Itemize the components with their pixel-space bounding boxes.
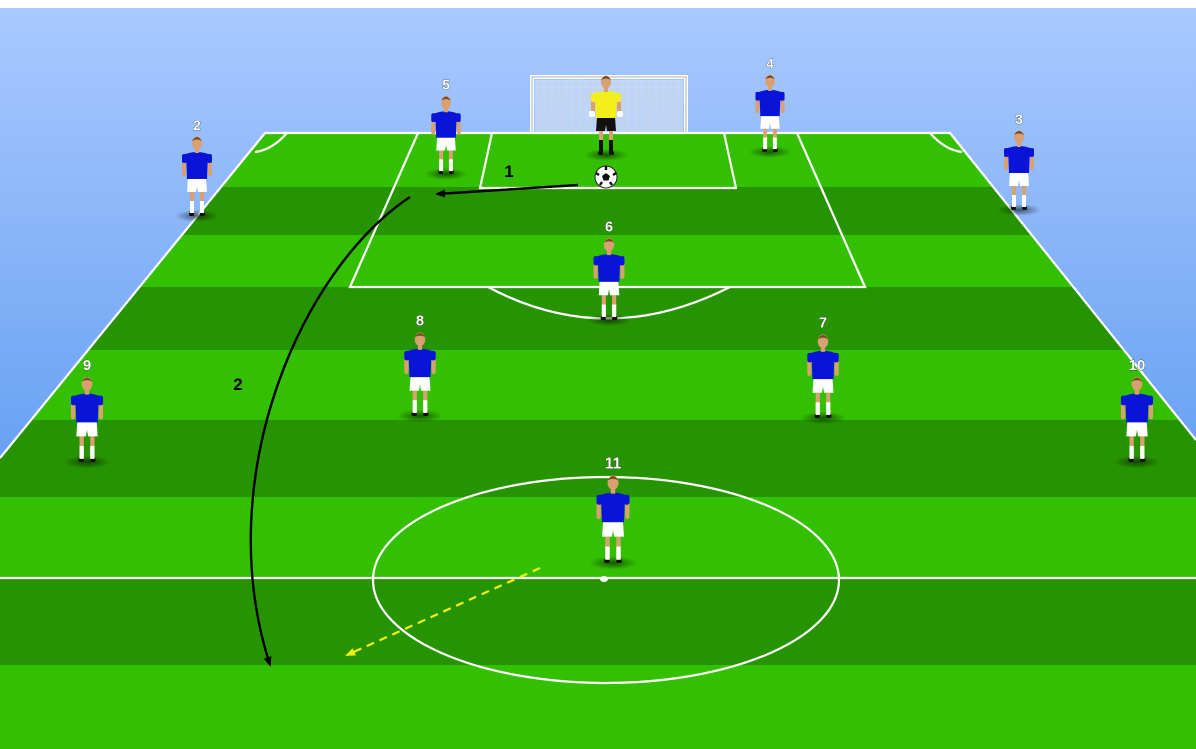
player-shadow: [63, 455, 111, 469]
player-shadow: [396, 409, 444, 423]
player-5: 5: [424, 77, 468, 180]
player-8: 8: [396, 313, 444, 423]
player-shadow: [997, 204, 1041, 216]
player-7: 7: [799, 315, 847, 425]
center-circle: [371, 475, 841, 685]
player-shadow: [175, 210, 219, 222]
player-shadow: [748, 146, 792, 158]
player-icon: [70, 376, 104, 462]
arrow-icon: [249, 196, 411, 667]
player-2: 2: [175, 117, 219, 222]
player-number: 7: [819, 316, 827, 332]
player-icon: [596, 475, 630, 563]
player-number: 3: [1015, 111, 1023, 127]
player-3: 3: [997, 111, 1041, 216]
player-icon: [1120, 376, 1154, 462]
player-number: 5: [442, 78, 450, 93]
player-shadow: [424, 168, 468, 180]
grass-stripe: [0, 420, 1196, 497]
player-number: 9: [83, 357, 91, 374]
grass-stripe: [0, 665, 1196, 749]
player-9: 9: [63, 357, 111, 469]
arrow-icon: [435, 183, 579, 198]
center-spot: [600, 576, 608, 582]
top-margin: [0, 0, 1196, 8]
player-number: 4: [766, 57, 774, 72]
player-shadow: [799, 411, 847, 425]
corner-arc-left: [254, 132, 288, 154]
corner-arc-right: [929, 132, 963, 154]
players-layer: 2 5 4 3 6 8 7 9 10 11: [63, 56, 1161, 570]
player-icon: [431, 96, 461, 174]
player-shadow: [588, 556, 638, 570]
arrow-label-1: 1: [504, 162, 513, 181]
player-6: 6: [586, 219, 632, 327]
pass-arrow-1: 1: [435, 162, 579, 198]
player-icon: [404, 332, 436, 416]
player-11: 11: [588, 455, 638, 570]
player-number: 8: [416, 314, 424, 330]
player-number: 2: [193, 117, 201, 133]
dashed-arrow-icon: [345, 566, 541, 657]
player-number: 10: [1129, 357, 1146, 374]
touchline: [0, 131, 1196, 459]
player-icon: [593, 238, 625, 320]
player-icon: [755, 74, 785, 152]
player-shadow: [586, 313, 632, 327]
grass-stripe: [0, 578, 1196, 665]
arrow-label-2: 2: [233, 375, 242, 394]
goalkeeper: [584, 75, 628, 161]
grass-stripe: [0, 350, 1196, 420]
pass-arrow-2: 2: [233, 196, 411, 667]
soccer-ball-icon: [594, 165, 618, 189]
player-icon: [1004, 130, 1034, 210]
player-10: 10: [1113, 357, 1161, 469]
player-icon: [807, 334, 839, 418]
goalkeeper-icon: [589, 75, 623, 155]
player-number: 6: [605, 219, 613, 235]
player-shadow: [584, 149, 628, 161]
player-4: 4: [748, 56, 792, 158]
player-shadow: [1113, 455, 1161, 469]
player-icon: [182, 136, 212, 216]
player-number: 11: [605, 455, 622, 472]
